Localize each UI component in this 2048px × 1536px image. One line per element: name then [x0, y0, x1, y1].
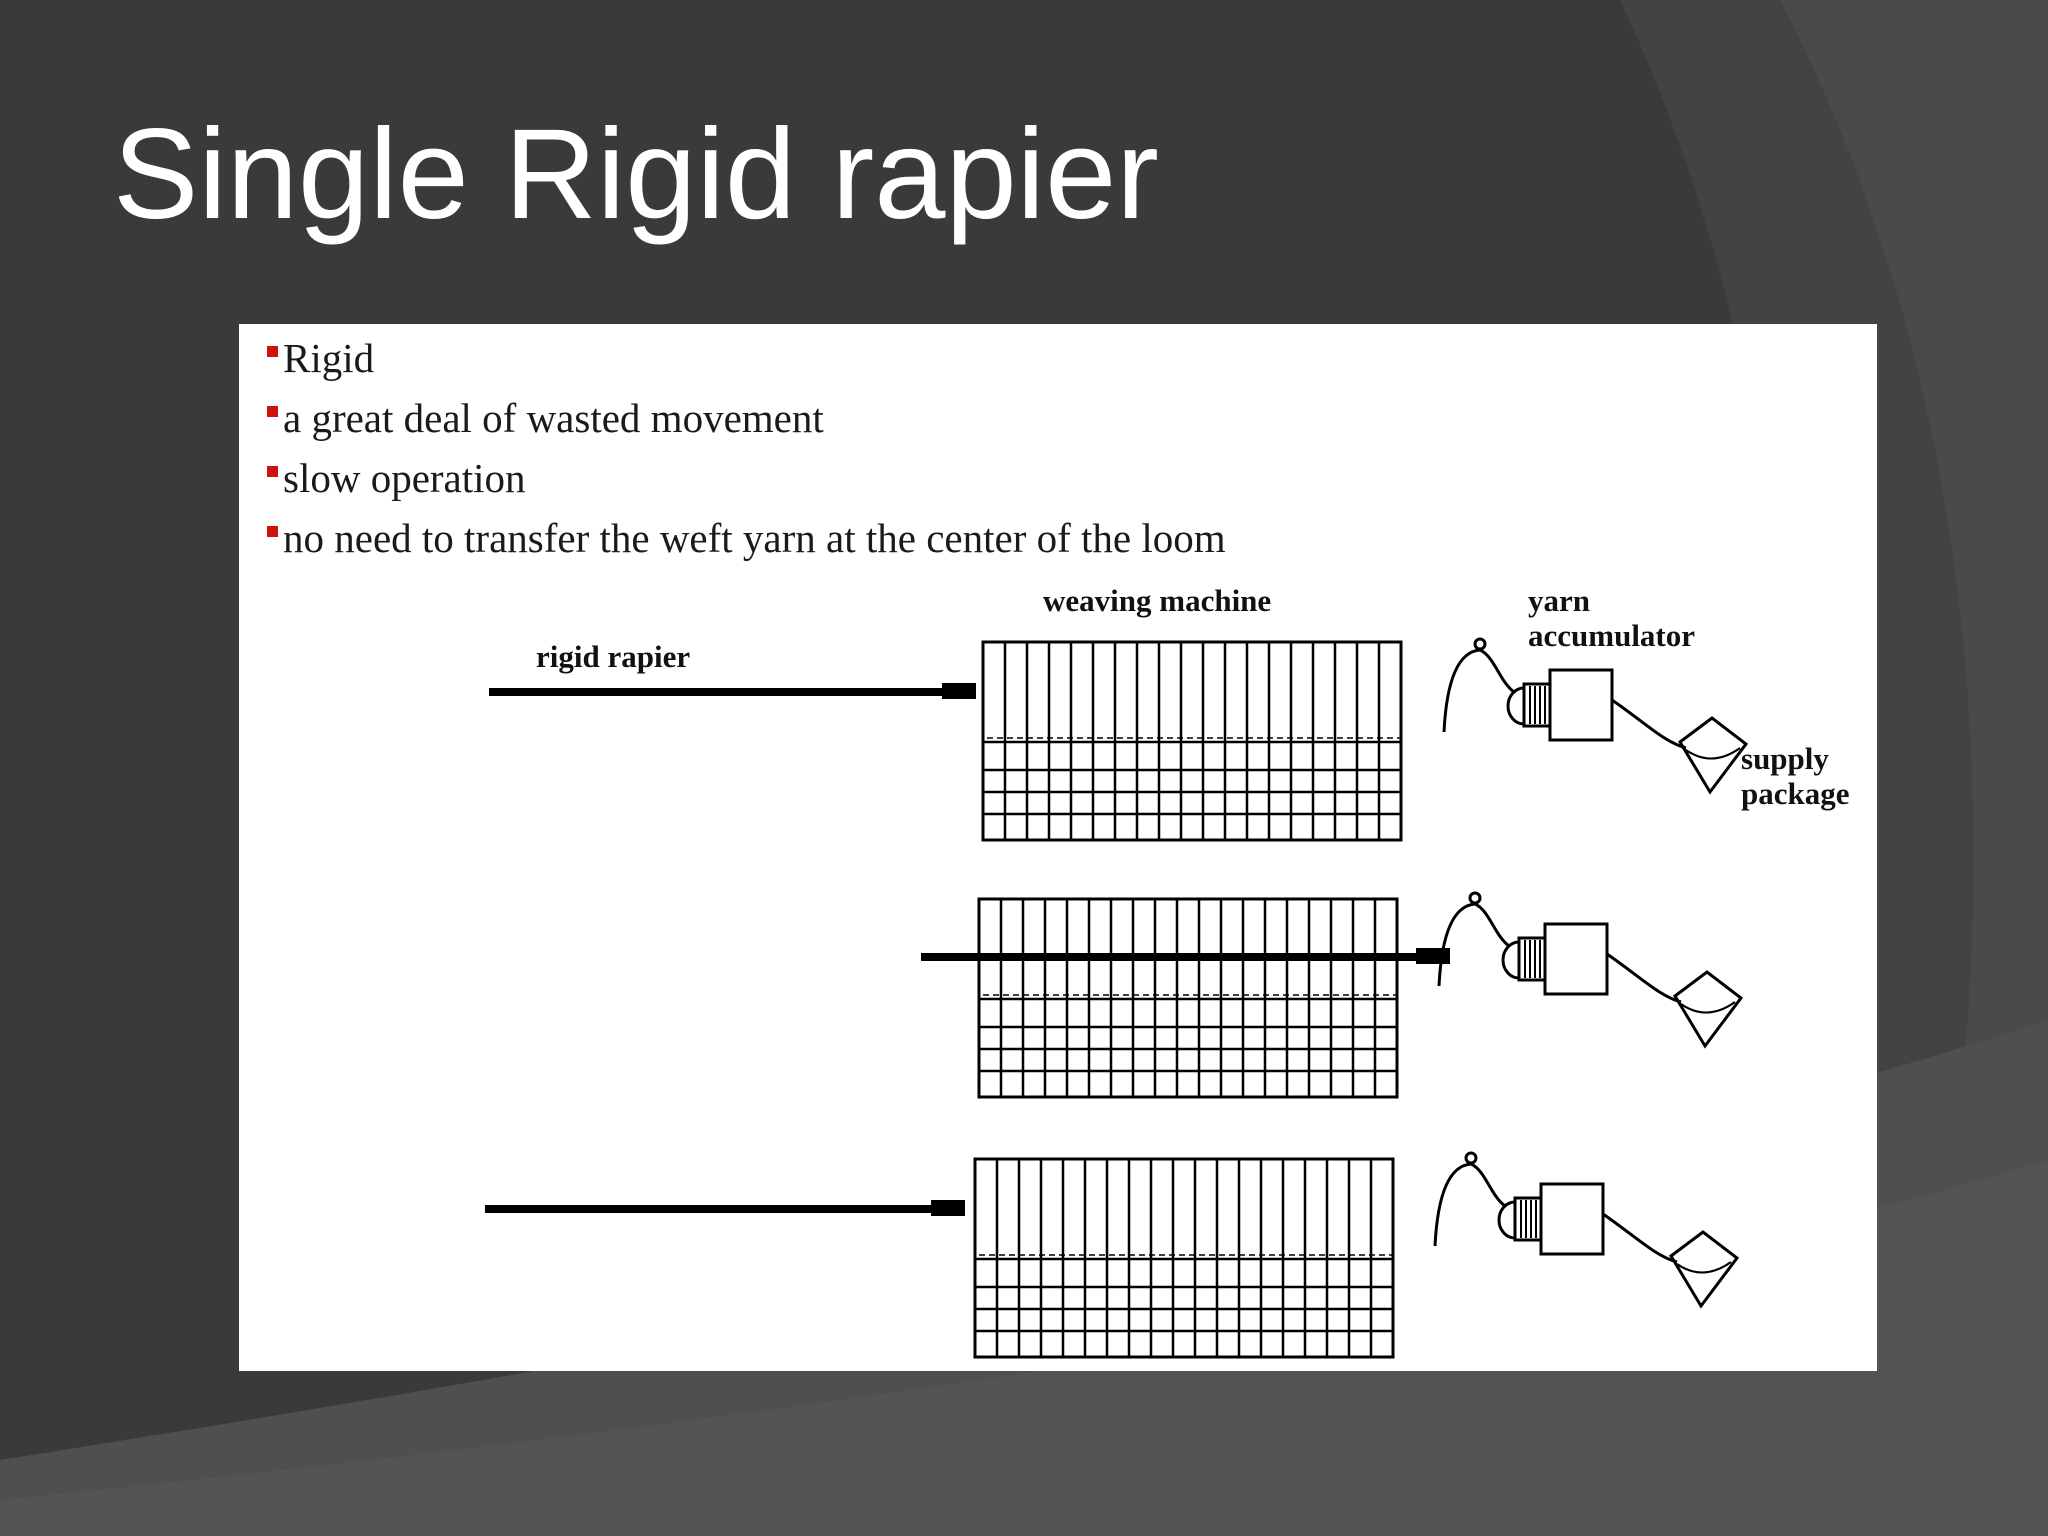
supply-package	[1669, 1230, 1740, 1309]
yarn-path	[1433, 1162, 1472, 1247]
yarn-path	[1474, 902, 1510, 948]
rapier-head	[931, 1200, 965, 1216]
rapier-head	[1416, 948, 1450, 964]
accumulator-box	[1543, 922, 1609, 996]
bullet-list: Rigid a great deal of wasted movement sl…	[267, 328, 1226, 568]
accumulator-box	[1548, 668, 1614, 742]
yarn-guide	[1473, 637, 1487, 651]
accumulator-box	[1539, 1182, 1605, 1256]
yarn-guide	[1468, 891, 1482, 905]
bullet-item: slow operation	[267, 448, 1226, 508]
supply-yarn	[1606, 952, 1682, 1004]
drum-body	[1517, 936, 1547, 982]
drum-body	[1513, 1196, 1543, 1242]
yarn-path	[1479, 648, 1515, 694]
bullet-square-icon	[267, 466, 278, 477]
supply-yarn	[1611, 698, 1687, 750]
bullet-item: Rigid	[267, 328, 1226, 388]
supply-package	[1673, 970, 1744, 1049]
drum-end	[1497, 1200, 1516, 1240]
bullet-square-icon	[267, 346, 278, 357]
weaving-machine-label: weaving machine	[1043, 583, 1271, 618]
yarn-label: yarn	[1528, 583, 1590, 618]
drum-end	[1506, 686, 1525, 726]
drum-end	[1501, 940, 1520, 980]
yarn-path	[1437, 902, 1476, 987]
drum-body	[1522, 682, 1552, 728]
yarn-path	[1442, 648, 1481, 733]
supply-package	[1678, 716, 1749, 795]
bullet-square-icon	[267, 526, 278, 537]
bullet-text: no need to transfer the weft yarn at the…	[283, 515, 1226, 561]
package-yarn	[1685, 747, 1741, 760]
loom-stage-3	[485, 1151, 1740, 1359]
supply-label: supply	[1741, 741, 1829, 776]
package-label: package	[1741, 776, 1850, 811]
bullet-text: slow operation	[283, 455, 526, 501]
package-yarn	[1676, 1261, 1732, 1274]
rapier-head	[942, 683, 976, 699]
yarn-path	[1470, 1162, 1506, 1208]
bullet-square-icon	[267, 406, 278, 417]
loom-stage-1	[489, 637, 1749, 842]
yarn-guide	[1464, 1151, 1478, 1165]
bullet-item: no need to transfer the weft yarn at the…	[267, 508, 1226, 568]
accumulator-label: accumulator	[1528, 618, 1695, 653]
bullet-text: a great deal of wasted movement	[283, 395, 824, 441]
slide-title: Single Rigid rapier	[113, 103, 1159, 246]
package-yarn	[1680, 1001, 1736, 1014]
loom-stage-2	[921, 891, 1744, 1099]
supply-yarn	[1602, 1212, 1678, 1264]
content-panel: Rigid a great deal of wasted movement sl…	[239, 324, 1877, 1371]
rigid-rapier-label: rigid rapier	[536, 639, 690, 674]
bullet-text: Rigid	[283, 335, 375, 381]
bullet-item: a great deal of wasted movement	[267, 388, 1226, 448]
